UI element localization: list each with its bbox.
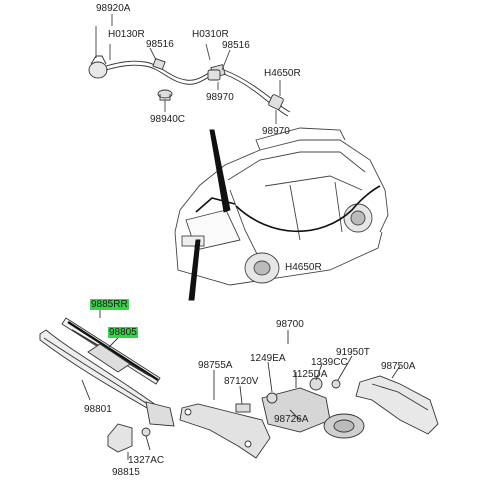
part-label-98750A: 98750A — [381, 361, 416, 372]
part-label-87120V: 87120V — [224, 376, 259, 387]
part-label-98805-highlighted: 98805 — [108, 327, 138, 338]
pointer-arrow-lower — [188, 239, 201, 301]
wiper-blade-and-arm — [39, 310, 175, 460]
part-label-98516-left: 98516 — [146, 39, 174, 50]
part-label-98801: 98801 — [84, 404, 112, 415]
part-label-98815: 98815 — [112, 467, 140, 478]
wiper-motor-assembly — [179, 330, 439, 459]
part-label-98755A: 98755A — [198, 360, 233, 371]
part-label-98970-upper: 98970 — [206, 92, 234, 103]
part-label-98726A: 98726A — [274, 414, 309, 425]
part-label-98940C: 98940C — [150, 114, 186, 125]
part-label-H4650R-vehicle: H4650R — [285, 262, 322, 273]
part-label-9885RR-highlighted: 9885RR — [90, 299, 129, 310]
part-label-H0310R: H0310R — [192, 29, 229, 40]
part-label-1125DA: 1125DA — [292, 369, 328, 380]
vehicle-outline — [174, 127, 389, 286]
part-label-H4650R-hose: H4650R — [264, 68, 301, 79]
part-label-1327AC: 1327AC — [128, 455, 165, 466]
part-label-91950T: 91950T — [336, 347, 370, 358]
part-label-98700: 98700 — [276, 319, 304, 330]
washer-hose-assembly — [88, 14, 291, 124]
part-label-H0130R: H0130R — [108, 29, 145, 40]
pointer-arrow-upper — [209, 129, 231, 213]
part-label-98516-right: 98516 — [222, 40, 250, 51]
part-label-98920A: 98920A — [96, 3, 131, 14]
part-label-1339CC: 1339CC — [311, 357, 348, 368]
part-label-1249EA: 1249EA — [250, 353, 286, 364]
part-label-98970-lower: 98970 — [262, 126, 290, 137]
